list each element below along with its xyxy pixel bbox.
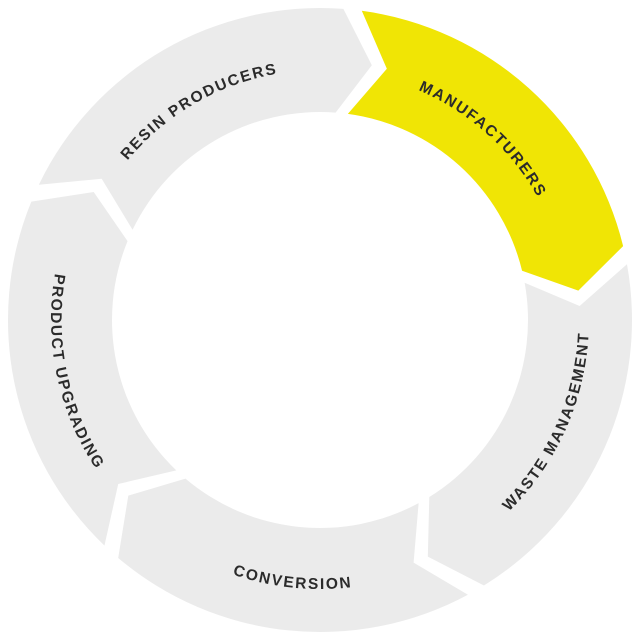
- segment-conversion[interactable]: [118, 478, 468, 633]
- segment-manufacturers[interactable]: [347, 10, 624, 291]
- segment-waste-management[interactable]: [427, 264, 632, 586]
- segment-shapes: [7, 8, 632, 633]
- segment-product-upgrading[interactable]: [7, 191, 177, 546]
- segment-resin-producers[interactable]: [38, 8, 372, 230]
